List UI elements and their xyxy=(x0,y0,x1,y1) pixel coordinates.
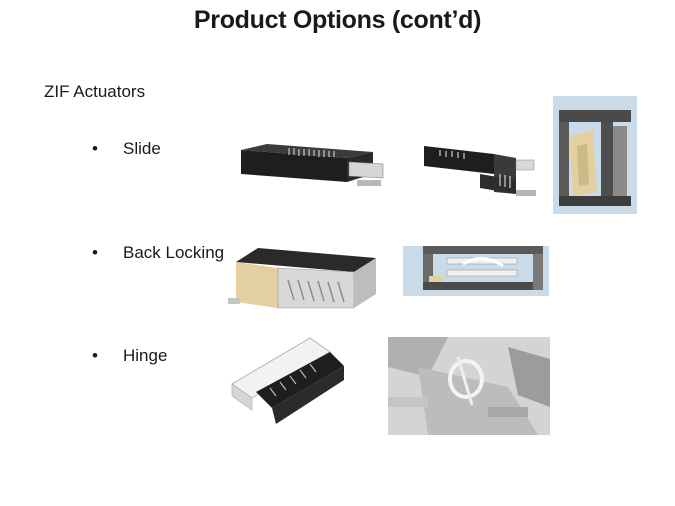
bullet-icon: • xyxy=(92,243,98,262)
back-locking-cross-section xyxy=(403,240,549,302)
bullet-label: Slide xyxy=(123,139,161,158)
hinge-connector-render xyxy=(226,336,350,432)
bullet-label: Back Locking xyxy=(123,243,225,262)
back-locking-connector-render xyxy=(228,238,386,310)
slide-title: Product Options (cont’d) xyxy=(193,6,482,34)
bullet-icon: • xyxy=(92,346,98,365)
bullet-icon: • xyxy=(92,139,98,158)
bullet-label: Hinge xyxy=(123,346,168,365)
hinge-cross-section xyxy=(388,337,550,435)
bullet-item-back-locking: • Back Locking xyxy=(92,243,224,263)
section-heading: ZIF Actuators xyxy=(44,82,146,101)
bullet-item-slide: • Slide xyxy=(92,139,161,159)
bullet-item-hinge: • Hinge xyxy=(92,346,167,366)
slide-connector-angled-render xyxy=(237,138,387,194)
slide-connector-cross-section xyxy=(553,96,637,214)
slide-connector-side-render xyxy=(420,140,540,206)
